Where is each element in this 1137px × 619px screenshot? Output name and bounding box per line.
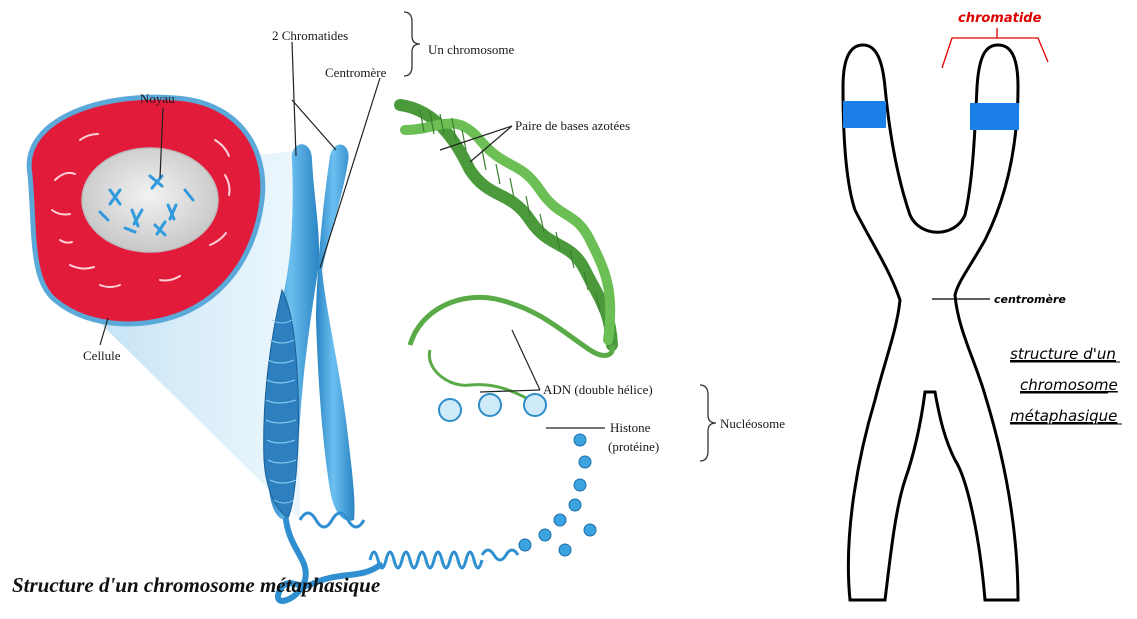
dna-double-helix <box>400 105 613 428</box>
label-centromere: Centromère <box>325 65 387 80</box>
schematic-title-line3: métaphasique <box>1010 407 1117 425</box>
chromatid-right <box>316 145 355 521</box>
label-centromere-right: centromère <box>994 293 1066 306</box>
label-chromatid: chromatide <box>958 11 1042 26</box>
nucleosome-brace <box>700 385 716 461</box>
schematic-title-line1: structure d'un <box>1010 345 1116 363</box>
histone-beads <box>439 394 546 421</box>
nucleosome-dna-loop <box>410 297 613 355</box>
dna-supercoil <box>300 513 518 568</box>
left-illustration: 2 Chromatides Centromère Un chromosome N… <box>12 12 785 601</box>
label-nucleus: Noyau <box>140 91 175 106</box>
chromosome-brace <box>404 12 420 76</box>
label-nucleosome: Nucléosome <box>720 416 785 431</box>
label-base-pairs: Paire de bases azotées <box>515 118 630 133</box>
label-histone: Histone <box>610 420 651 435</box>
chromatids-pointer-right <box>292 100 336 150</box>
label-dna: ADN (double hélice) <box>543 382 653 397</box>
chromatids-pointer-left <box>292 42 296 156</box>
schematic-title: structure d'un chromosome métaphasique <box>1010 345 1118 425</box>
right-schematic: chromatide centromère structure d'un chr… <box>843 11 1122 600</box>
band-left <box>843 101 886 128</box>
label-histone-protein: (protéine) <box>608 439 659 454</box>
band-right <box>970 103 1019 130</box>
nucleosome-beads <box>519 434 596 556</box>
schematic-title-line2: chromosome <box>1020 376 1118 394</box>
label-cell: Cellule <box>83 348 121 363</box>
figure-caption: Structure d'un chromosome métaphasique <box>12 573 380 597</box>
dna-pointer-2 <box>512 330 540 390</box>
label-chromosome: Un chromosome <box>428 42 515 57</box>
nucleus <box>82 148 218 252</box>
label-chromatids: 2 Chromatides <box>272 28 348 43</box>
